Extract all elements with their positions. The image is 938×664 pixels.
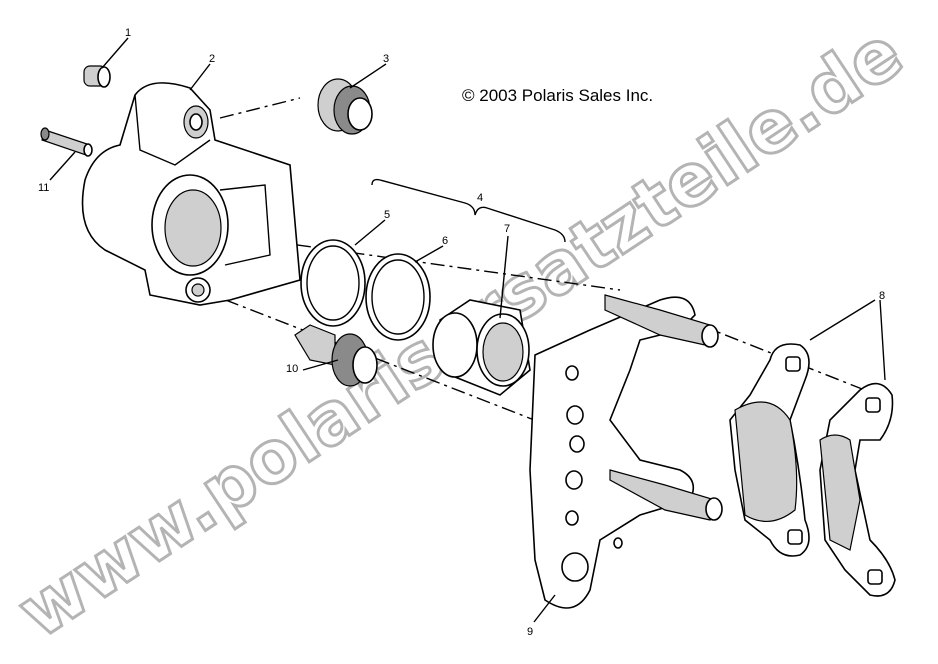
copyright-notice: © 2003 Polaris Sales Inc. <box>462 86 653 105</box>
callout-8: 8 <box>879 290 885 302</box>
callout-7: 7 <box>504 223 510 235</box>
part-8-brake-pad-inner <box>729 343 810 557</box>
part-8-brake-pad-outer <box>819 382 896 597</box>
callout-labels: 1 2 3 4 5 6 7 8 9 10 11 <box>38 27 885 638</box>
callout-6: 6 <box>442 235 448 247</box>
callout-2: 2 <box>209 53 215 65</box>
part-7-piston <box>432 299 531 396</box>
callout-11: 11 <box>38 182 49 194</box>
part-3-boot <box>317 78 373 135</box>
callout-leaders <box>49 37 886 623</box>
part-5-seal <box>300 239 366 327</box>
callout-5: 5 <box>384 209 390 221</box>
callout-10: 10 <box>286 363 298 375</box>
part-2-caliper-housing <box>81 82 301 306</box>
callout-3: 3 <box>383 53 389 65</box>
part-9-bracket <box>529 294 723 609</box>
part-6-seal <box>365 253 431 341</box>
part-10-pin-and-boot <box>294 324 378 387</box>
callout-9: 9 <box>527 626 533 638</box>
part-1-bushing <box>83 65 111 88</box>
callout-4: 4 <box>477 192 483 204</box>
callout-1: 1 <box>125 27 131 39</box>
part-11-bleeder-screw <box>40 127 93 157</box>
